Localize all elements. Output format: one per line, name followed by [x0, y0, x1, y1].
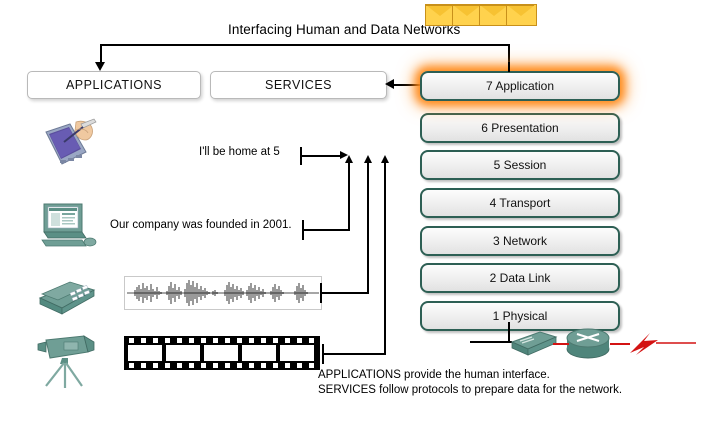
osi-layer-application[interactable]: 7 Application: [420, 71, 620, 101]
diagram-title: Interfacing Human and Data Networks: [228, 22, 461, 37]
caption-block: APPLICATIONS provide the human interface…: [318, 368, 622, 398]
services-connector-line: [393, 84, 421, 86]
physical-connector-line: [470, 341, 512, 343]
osi-layer-transport[interactable]: 4 Transport: [420, 188, 620, 218]
red-link-left: [553, 343, 569, 345]
audio-arrow-up-icon: [364, 155, 372, 163]
router-icon: [566, 328, 610, 359]
envelope-icon: [425, 4, 456, 26]
envelope-icon: [506, 4, 537, 26]
video-camera-icon: [37, 335, 95, 388]
web-arrow-up-icon: [345, 155, 353, 163]
video-connector-line: [322, 353, 386, 355]
film-strip-icon: [124, 336, 320, 370]
services-arrow-left-icon: [385, 79, 394, 89]
bracket-right-stem: [508, 44, 510, 70]
caption-line-1: APPLICATIONS provide the human interface…: [318, 369, 550, 381]
web-text: Our company was founded in 2001.: [110, 219, 292, 231]
physical-layer-stem: [508, 322, 510, 343]
telephone-icon: [38, 281, 96, 315]
red-link-right: [610, 343, 630, 345]
im-arrow-right-icon: [340, 151, 348, 159]
im-connector-line: [300, 155, 342, 157]
application-layer-stem: [508, 62, 510, 72]
osi-layer-presentation[interactable]: 6 Presentation: [420, 113, 620, 143]
switch-icon: [510, 331, 558, 356]
instant-message-text: I'll be home at 5: [199, 146, 280, 158]
video-arrow-up-icon: [381, 155, 389, 163]
video-connector-riser: [384, 162, 386, 355]
osi-layer-session[interactable]: 5 Session: [420, 150, 620, 180]
web-connector-line: [302, 229, 350, 231]
pda-stylus-icon: [45, 118, 97, 165]
osi-layer-physical[interactable]: 1 Physical: [420, 301, 620, 331]
osi-layer-datalink[interactable]: 2 Data Link: [420, 263, 620, 293]
audio-waveform-icon: [127, 280, 319, 306]
envelope-icon: [452, 4, 483, 26]
services-box[interactable]: SERVICES: [210, 71, 387, 99]
audio-waveform-box: [124, 276, 322, 310]
audio-connector-line: [320, 292, 369, 294]
bracket-left-stem: [100, 44, 102, 66]
osi-layer-network[interactable]: 3 Network: [420, 226, 620, 256]
web-connector-riser: [348, 162, 350, 231]
caption-line-2: SERVICES follow protocols to prepare dat…: [318, 384, 623, 396]
audio-connector-riser: [367, 162, 369, 294]
desktop-computer-icon: [41, 203, 97, 247]
bracket-arrow-down-icon: [95, 62, 105, 71]
lightning-bolt-icon: [630, 333, 696, 355]
applications-box[interactable]: APPLICATIONS: [27, 71, 201, 99]
bracket-horizontal-line: [100, 44, 510, 46]
